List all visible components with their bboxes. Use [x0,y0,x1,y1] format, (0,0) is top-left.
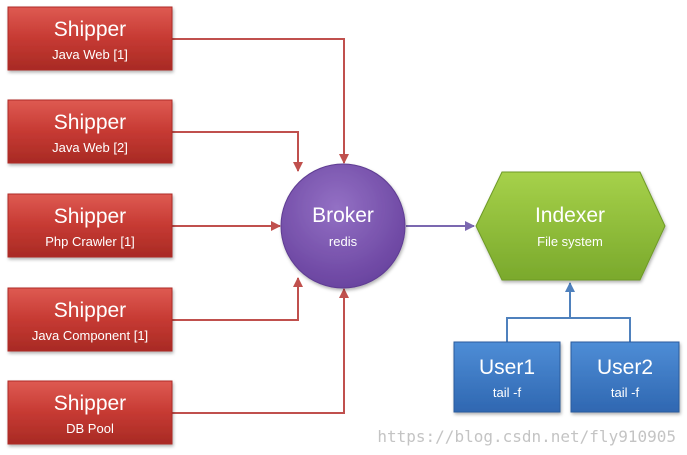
shipper-subtitle: Php Crawler [1] [45,234,135,249]
user-connectors [506,282,631,342]
shipper-title: Shipper [54,299,126,322]
indexer-title: Indexer [535,204,605,227]
shipper-subtitle: Java Web [2] [52,140,128,155]
shipper-box-1: Shipper Java Web [1] [7,6,173,71]
connector-shipper-4 [172,277,303,321]
user-box-2: User2 tail -f [570,341,680,413]
indexer-subtitle: File system [537,234,603,249]
shipper-title: Shipper [54,111,126,134]
shipper-subtitle: DB Pool [66,421,114,436]
connector-shipper-5 [172,288,349,414]
connector-shipper-1 [172,38,349,164]
user-subtitle: tail -f [493,385,522,400]
broker-node: Broker redis [280,163,406,289]
shipper-box-4: Shipper Java Component [1] [7,287,173,352]
connector-shipper-2 [172,131,303,172]
shipper-connectors [172,38,349,414]
user-title: User1 [479,356,535,379]
broker-title: Broker [312,204,374,227]
shipper-title: Shipper [54,18,126,41]
watermark-text: https://blog.csdn.net/fly910905 [377,427,676,446]
shipper-title: Shipper [54,205,126,228]
connector-user2 [570,317,631,342]
shipper-title: Shipper [54,392,126,415]
shipper-subtitle: Java Component [1] [32,328,148,343]
broker-subtitle: redis [329,234,358,249]
shipper-box-3: Shipper Php Crawler [1] [7,193,173,258]
user-subtitle: tail -f [611,385,640,400]
shipper-box-5: Shipper DB Pool [7,380,173,445]
user-title: User2 [597,356,653,379]
indexer-node: Indexer File system [475,171,666,281]
shipper-subtitle: Java Web [1] [52,47,128,62]
shipper-box-2: Shipper Java Web [2] [7,99,173,164]
connector-user1 [506,317,570,342]
user-box-1: User1 tail -f [453,341,561,413]
